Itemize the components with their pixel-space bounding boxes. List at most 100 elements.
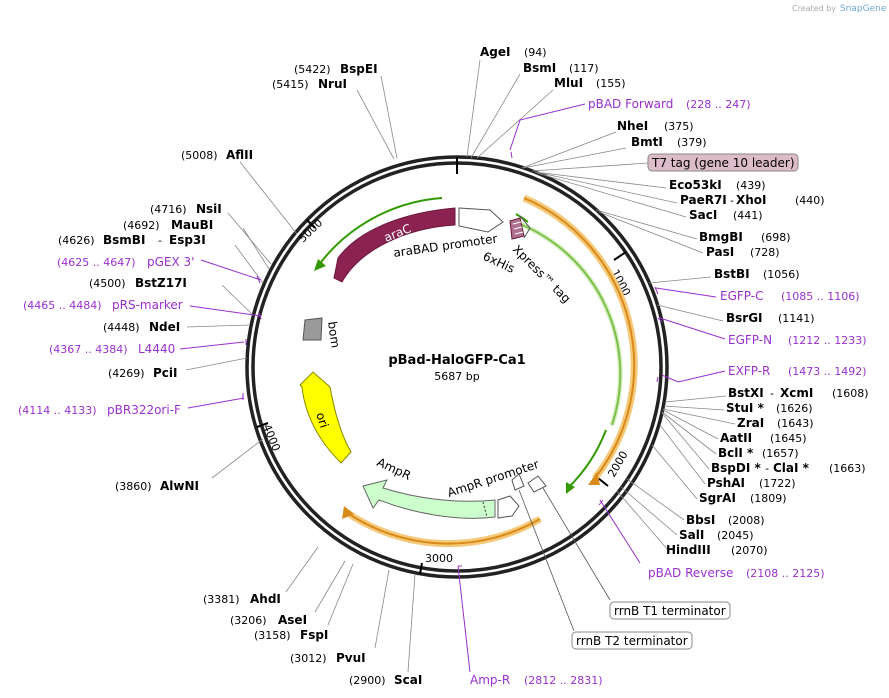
site-nsii-pos: (4716) [150, 203, 187, 216]
site-bmti-pos: (379) [677, 136, 707, 149]
leader-nhei [521, 131, 617, 169]
leader-bstxi [664, 395, 727, 403]
primer-egfp-n: EGFP-N [728, 333, 772, 347]
mark-pgex3 [256, 275, 261, 284]
leader-bstz17i [221, 284, 254, 316]
leader-nsii [227, 212, 272, 265]
leader-bstbi [648, 276, 712, 284]
rrnb-t2-feature [511, 473, 525, 491]
site-bspei: BspEI [340, 62, 378, 76]
primer-pgex3-pos: (4625 .. 4647) [57, 256, 136, 269]
site-bcli-pos: (1657) [762, 447, 799, 460]
primer-egfp-c-pos: (1085 .. 1106) [781, 290, 860, 303]
leader-ahdi [285, 546, 319, 593]
site-bcli: BclI * [718, 446, 754, 460]
site-stui: StuI * [726, 401, 765, 415]
site-hindiii: HindIII [666, 543, 711, 557]
site-scai-pos: (2900) [349, 674, 386, 687]
site-fspi: FspI [300, 628, 328, 642]
site-alwni-pos: (3860) [115, 480, 152, 493]
site-maubi-pos: (4692) [123, 219, 160, 232]
site-sali-pos: (2045) [717, 529, 754, 542]
orf-direction-arc-halo [519, 221, 623, 426]
site-maubi: MauBI [171, 218, 213, 232]
site-alwni: AlwNI [160, 479, 199, 493]
primer-l4440: L4440 [138, 342, 175, 356]
site-bsrgi-pos: (1141) [778, 312, 815, 325]
tick-label-3000: 3000 [425, 552, 453, 565]
ampr-feature [362, 479, 496, 519]
leader-agei [466, 59, 481, 158]
primer-prs-marker: pRS-marker [112, 298, 183, 312]
primer-pbad-reverse: pBAD Reverse [648, 566, 733, 580]
site-asei: AseI [278, 613, 307, 627]
leader-l4440 [179, 341, 245, 350]
his-tag-stripe-2 [513, 226, 523, 230]
site-nsii: NsiI [196, 202, 222, 216]
tick-3000 [419, 562, 423, 575]
site-bstz17i: BstZ17I [135, 276, 187, 290]
site-bstxi-dash: - [770, 387, 774, 400]
t7-tag-label: T7 tag (gene 10 leader) [651, 156, 795, 170]
primer-exfp-r-pos: (1473 .. 1492) [788, 365, 867, 378]
leader-pvui [374, 569, 390, 649]
site-aatii: AatII [720, 431, 752, 445]
rrnb-t1-feature [527, 475, 547, 493]
site-leader-lines [185, 59, 736, 673]
leader-sgrai [651, 444, 698, 500]
leader-bsmbi [234, 244, 264, 284]
leader-pasi [598, 211, 704, 254]
leader-pbr322ori-f [187, 397, 245, 409]
his-tag-stripe-1 [512, 221, 522, 225]
site-bspdi-dash: - [765, 462, 769, 475]
site-ahdi: AhdI [250, 592, 281, 606]
site-aatii-pos: (1645) [770, 432, 807, 445]
leader-pshai [659, 424, 706, 485]
rrnb-t2-box [571, 631, 693, 650]
primer-pbad-forward: pBAD Forward [588, 97, 673, 111]
leader-asei [314, 560, 346, 613]
tick-label-5000: 5000 [296, 216, 325, 245]
primer-amp-r-pos: (2812 .. 2831) [524, 674, 603, 687]
primer-pbad-forward-pos: (228 .. 247) [686, 98, 751, 111]
ampr-label: AmpR [375, 455, 413, 483]
leader-bspei [380, 75, 398, 159]
site-eco53ki-pos: (439) [736, 179, 766, 192]
primer-leader-lines [179, 103, 726, 673]
box-leader-lines [518, 487, 611, 632]
leader-pcii [185, 357, 248, 371]
orf-arc-bottom-head [342, 506, 354, 519]
leader-stui [663, 405, 725, 411]
tick-1000 [613, 251, 627, 261]
arac-direction-arc [317, 197, 443, 267]
site-nrui-pos: (5415) [272, 78, 309, 91]
t7-tag-box [647, 153, 799, 172]
watermark-brand: SnapGene [840, 4, 887, 14]
site-aflii: AflII [226, 148, 253, 162]
leader-hindiii [616, 490, 669, 551]
leader-aflii [239, 161, 298, 235]
mark-prs-marker [258, 312, 262, 320]
leader-nrui [356, 89, 395, 160]
snapgene-watermark: Created by SnapGene [792, 4, 887, 14]
orf-direction-arc-tail [567, 429, 607, 489]
site-nhei-pos: (375) [664, 120, 694, 133]
ori-feature [299, 371, 352, 464]
site-bspdi: BspDI * [711, 461, 761, 475]
site-bspei-pos: (5422) [294, 63, 331, 76]
site-bsmbi-dash: - [158, 234, 162, 247]
site-pcii-pos: (4269) [108, 367, 145, 380]
orf-arc-right-head [588, 472, 600, 485]
site-pshai: PshAI [707, 476, 745, 490]
rrnb-t1-box [609, 601, 731, 620]
site-agei: AgeI [480, 45, 510, 59]
tick-4000 [256, 422, 269, 428]
leader-rrnb-t1 [542, 487, 611, 601]
site-paer7i: PaeR7I [680, 193, 727, 207]
primer-egfp-c: EGFP-C [720, 289, 763, 303]
rrnb-t2-label: rrnB T2 terminator [576, 634, 688, 648]
site-pvui-pos: (3012) [290, 652, 327, 665]
site-bstbi-pos: (1056) [763, 268, 800, 281]
site-pasi: PasI [706, 245, 734, 259]
mark-pbad-forward [510, 151, 513, 159]
